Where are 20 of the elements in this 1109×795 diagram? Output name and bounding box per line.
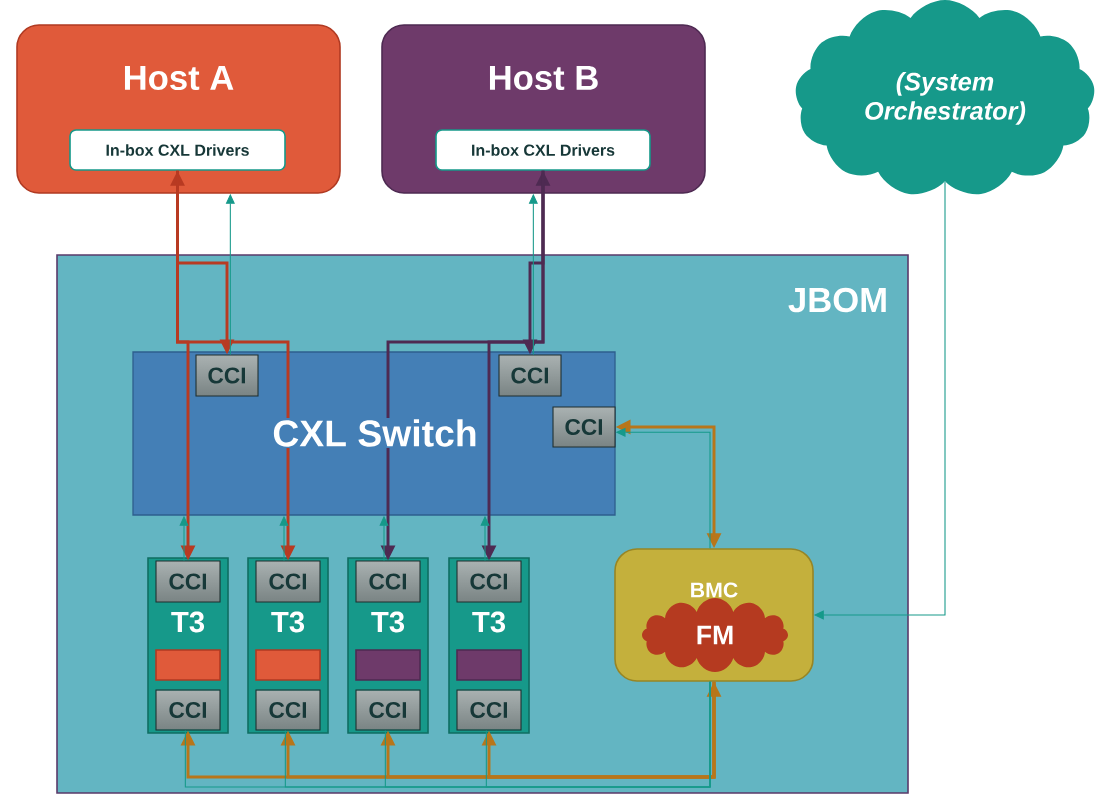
cci-box: CCI [355,689,421,731]
cci-box: CCI [155,689,221,731]
fm-cloud: FM [642,598,788,672]
color-bar [355,649,421,681]
cci-box: CCI [355,560,421,603]
cci-box: CCI [255,560,321,603]
cci-box: CCI [255,689,321,731]
cci-box: CCI [552,406,616,448]
color-bar [255,649,321,681]
driver-box: In-box CXL Drivers [69,129,286,171]
orchestrator-cloud: (System Orchestrator) [795,0,1095,195]
cci-box: CCI [195,354,259,397]
cci-box: CCI [498,354,562,397]
switch-label: CXL Switch [271,417,479,449]
cci-box: CCI [155,560,221,603]
cci-box: CCI [456,560,522,603]
color-bar [155,649,221,681]
cci-box: CCI [456,689,522,731]
driver-box: In-box CXL Drivers [435,129,651,171]
color-bar [456,649,522,681]
